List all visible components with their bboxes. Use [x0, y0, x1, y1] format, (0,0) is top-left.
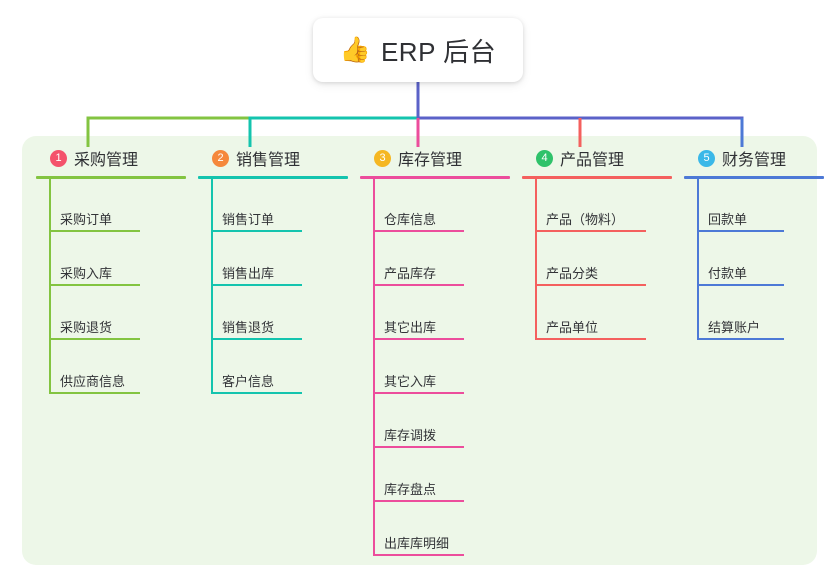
leaf-item-label: 采购订单 — [60, 212, 113, 227]
leaf-item[interactable]: 其它出库 — [384, 317, 436, 341]
leaf-item-label: 供应商信息 — [60, 374, 126, 389]
branch-column-3[interactable]: 3 库存管理 — [360, 146, 510, 179]
leaf-item-label: 销售退货 — [222, 320, 275, 335]
leaf-item[interactable]: 出库库明细 — [384, 533, 449, 557]
leaf-item-label: 仓库信息 — [384, 212, 437, 227]
root-title: ERP 后台 — [380, 36, 497, 67]
leaf-item[interactable]: 销售订单 — [222, 209, 274, 233]
branch-header-2[interactable]: 2 销售管理 — [198, 146, 348, 170]
branch-title-1: 采购管理 — [74, 152, 139, 169]
root-node[interactable]: 👍 ERP 后台 — [313, 18, 523, 82]
leaf-item-label: 产品（物料） — [546, 212, 625, 227]
leaf-item[interactable]: 结算账户 — [708, 317, 760, 341]
branch-column-2[interactable]: 2 销售管理 — [198, 146, 348, 179]
mindmap-card-background — [22, 136, 817, 565]
leaf-item-label: 采购入库 — [60, 266, 113, 281]
leaf-item[interactable]: 产品（物料） — [546, 209, 624, 233]
leaf-item-label: 出库库明细 — [384, 536, 450, 551]
branch-header-3[interactable]: 3 库存管理 — [360, 146, 510, 170]
leaf-item[interactable]: 仓库信息 — [384, 209, 436, 233]
branch-rule-1 — [36, 176, 186, 179]
leaf-item-label: 客户信息 — [222, 374, 275, 389]
leaf-item[interactable]: 销售出库 — [222, 263, 274, 287]
leaf-item-label: 产品分类 — [546, 266, 599, 281]
branch-badge-1: 1 — [50, 149, 67, 167]
leaf-item[interactable]: 库存调拨 — [384, 425, 436, 449]
branch-badge-4: 4 — [536, 149, 553, 167]
leaf-item[interactable]: 产品分类 — [546, 263, 598, 287]
leaf-item[interactable]: 产品单位 — [546, 317, 598, 341]
leaf-item-label: 付款单 — [708, 266, 748, 281]
branch-title-3: 库存管理 — [398, 152, 463, 169]
leaf-item[interactable]: 客户信息 — [222, 371, 274, 395]
leaf-item[interactable]: 产品库存 — [384, 263, 436, 287]
leaf-item-label: 其它入库 — [384, 374, 437, 389]
branch-rule-4 — [522, 176, 672, 179]
leaf-item-label: 采购退货 — [60, 320, 113, 335]
leaf-item[interactable]: 付款单 — [708, 263, 747, 287]
branch-badge-3: 3 — [374, 149, 391, 167]
leaf-item-label: 回款单 — [708, 212, 748, 227]
branch-title-4: 产品管理 — [560, 152, 625, 169]
leaf-item-label: 销售出库 — [222, 266, 275, 281]
leaf-item[interactable]: 采购订单 — [60, 209, 112, 233]
leaf-item[interactable]: 库存盘点 — [384, 479, 436, 503]
leaf-item[interactable]: 回款单 — [708, 209, 747, 233]
branch-rule-3 — [360, 176, 510, 179]
leaf-item[interactable]: 其它入库 — [384, 371, 436, 395]
leaf-item[interactable]: 销售退货 — [222, 317, 274, 341]
branch-badge-2: 2 — [212, 149, 229, 167]
leaf-item-label: 结算账户 — [708, 320, 761, 335]
leaf-item[interactable]: 采购入库 — [60, 263, 112, 287]
branch-header-1[interactable]: 1 采购管理 — [36, 146, 186, 170]
leaf-item-label: 库存盘点 — [384, 482, 437, 497]
branch-header-5[interactable]: 5 财务管理 — [684, 146, 824, 170]
branch-badge-5: 5 — [698, 149, 715, 167]
branch-title-2: 销售管理 — [236, 152, 301, 169]
branch-column-4[interactable]: 4 产品管理 — [522, 146, 672, 179]
leaf-item-label: 产品单位 — [546, 320, 599, 335]
leaf-item[interactable]: 供应商信息 — [60, 371, 125, 395]
leaf-item[interactable]: 采购退货 — [60, 317, 112, 341]
branch-column-1[interactable]: 1 采购管理 — [36, 146, 186, 179]
leaf-item-label: 产品库存 — [384, 266, 437, 281]
branch-header-4[interactable]: 4 产品管理 — [522, 146, 672, 170]
thumbs-up-icon: 👍 — [339, 35, 371, 64]
leaf-item-label: 其它出库 — [384, 320, 437, 335]
leaf-item-label: 库存调拨 — [384, 428, 437, 443]
branch-title-5: 财务管理 — [722, 152, 787, 169]
branch-rule-2 — [198, 176, 348, 179]
leaf-item-label: 销售订单 — [222, 212, 275, 227]
branch-rule-5 — [684, 176, 824, 179]
branch-column-5[interactable]: 5 财务管理 — [684, 146, 824, 179]
